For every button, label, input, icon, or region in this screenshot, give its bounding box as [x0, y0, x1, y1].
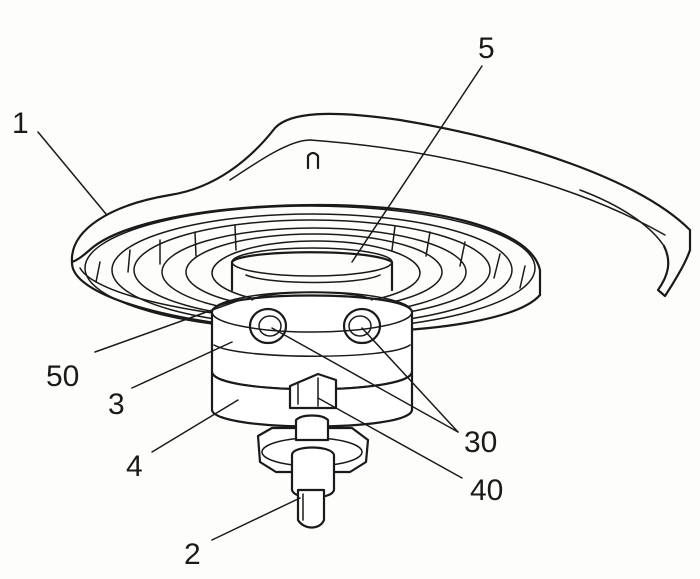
label-40: 40 [470, 474, 503, 507]
leader-30b [361, 327, 459, 433]
reference-labels: 1 5 50 3 4 2 30 40 [12, 32, 503, 571]
label-1: 1 [12, 107, 29, 140]
leader-30a [271, 327, 459, 433]
leader-4 [151, 399, 239, 453]
central-hub [230, 247, 394, 292]
concentric-ribs [84, 205, 536, 331]
label-5: 5 [478, 32, 495, 65]
label-30: 30 [464, 426, 497, 459]
ring-body [210, 291, 414, 391]
label-50: 50 [46, 360, 79, 393]
leader-2 [211, 497, 301, 541]
leader-1 [37, 131, 107, 215]
label-4: 4 [126, 450, 143, 483]
leader-3 [131, 341, 233, 389]
label-3: 3 [108, 388, 125, 421]
nozzle-assembly [256, 414, 370, 529]
lower-housing [210, 370, 414, 428]
leader-5 [351, 65, 483, 263]
leader-50 [94, 299, 241, 353]
leader-lines [37, 65, 483, 541]
leader-40 [317, 397, 463, 479]
label-2: 2 [184, 538, 201, 571]
